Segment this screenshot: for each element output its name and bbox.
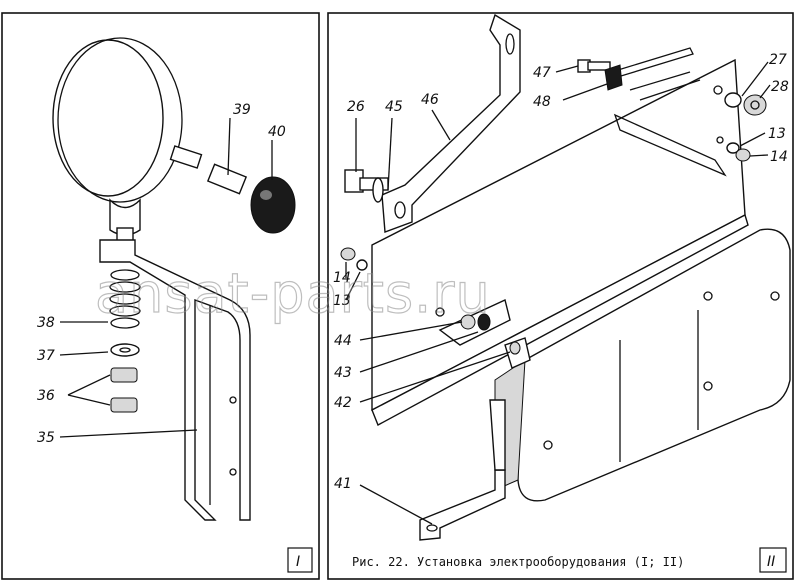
callout-44: 44 bbox=[334, 333, 352, 349]
callout-48: 48 bbox=[533, 94, 551, 110]
nuts-36 bbox=[110, 367, 138, 413]
figure-caption: Рис. 22. Установка электрооборудования (… bbox=[352, 555, 684, 569]
bracket-46 bbox=[381, 13, 521, 233]
panel-frame-right bbox=[327, 12, 794, 580]
bolt-47-clip-48 bbox=[577, 59, 623, 91]
callout-27: 27 bbox=[769, 52, 787, 68]
callout-13-right: 13 bbox=[768, 126, 786, 142]
callout-41: 41 bbox=[334, 476, 352, 492]
callout-45: 45 bbox=[385, 99, 403, 115]
callout-26: 26 bbox=[347, 99, 365, 115]
callout-42: 42 bbox=[334, 395, 352, 411]
bracket-35 bbox=[99, 239, 251, 521]
nuts-27-28 bbox=[724, 92, 767, 116]
callout-37: 37 bbox=[37, 348, 55, 364]
washer-37 bbox=[110, 343, 140, 357]
bolt-26-washer-45 bbox=[344, 169, 389, 203]
round-lamp bbox=[52, 37, 183, 251]
callout-28: 28 bbox=[771, 79, 789, 95]
callout-14-left: 14 bbox=[333, 270, 351, 286]
panel-tag-right: II bbox=[767, 554, 775, 570]
nuts-13-14-left bbox=[340, 247, 368, 271]
watermark: ansat-parts.ru bbox=[95, 262, 491, 325]
nuts-13-14-right bbox=[726, 142, 751, 162]
callout-35: 35 bbox=[37, 430, 55, 446]
panel-tag-box-right bbox=[759, 547, 787, 573]
knob-40 bbox=[250, 176, 296, 234]
callout-14-right: 14 bbox=[770, 149, 788, 165]
bolt-39 bbox=[169, 145, 248, 195]
panel-tag-box-left bbox=[287, 547, 313, 573]
callout-13-left: 13 bbox=[333, 293, 351, 309]
bracket-41 bbox=[419, 399, 506, 541]
callout-39: 39 bbox=[233, 102, 251, 118]
callout-43: 43 bbox=[334, 365, 352, 381]
callout-38: 38 bbox=[37, 315, 55, 331]
callout-36: 36 bbox=[37, 388, 55, 404]
spring-38 bbox=[109, 269, 141, 329]
rear-lamp bbox=[494, 228, 791, 502]
callout-46: 46 bbox=[421, 92, 439, 108]
panel-tag-left: I bbox=[296, 554, 300, 570]
callout-47: 47 bbox=[533, 65, 551, 81]
callout-40: 40 bbox=[268, 124, 286, 140]
panel-frame-left bbox=[1, 12, 320, 580]
